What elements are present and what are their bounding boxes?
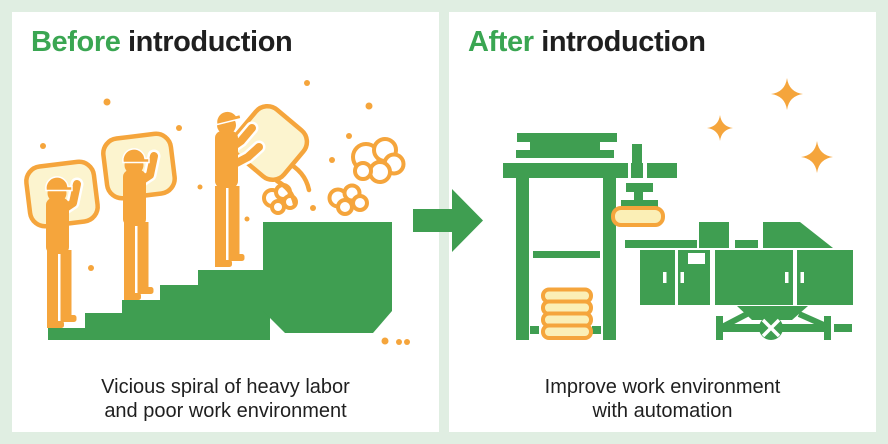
pallet-sack-stack [541, 287, 593, 340]
cabinet-door-handles [663, 272, 804, 283]
machine-display-window [688, 253, 705, 264]
after-caption: Improve work environment with automation [449, 375, 876, 423]
wheel-icon [759, 316, 783, 340]
trailer-cart [716, 306, 852, 340]
before-caption: Vicious spiral of heavy labor and poor w… [12, 375, 439, 423]
sparkle-icon [707, 78, 833, 173]
right-arrow-icon [413, 189, 483, 252]
automation-illustration [503, 78, 853, 340]
dust-dots [40, 80, 410, 345]
after-title-highlight: After [468, 26, 534, 58]
after-caption-line2: with automation [592, 400, 733, 422]
before-title-rest: introduction [128, 26, 293, 58]
hopper [263, 222, 392, 333]
worker-carrying-sack-icon [24, 159, 100, 328]
steam-cloud-icon [327, 183, 369, 216]
gantry-crane [503, 133, 677, 340]
after-caption-line1: Improve work environment [544, 376, 781, 398]
stairs [48, 270, 270, 340]
worker-carrying-sack-icon [102, 132, 177, 300]
steam-cloud-icon [351, 137, 406, 184]
before-caption-line2: and poor work environment [104, 400, 347, 422]
worker-pouring-sack-icon [215, 103, 310, 267]
manual-labor-illustration [24, 80, 410, 345]
processing-machine [625, 222, 853, 305]
gripped-sack [611, 206, 665, 227]
before-caption-line1: Vicious spiral of heavy labor [101, 376, 350, 398]
after-title-rest: introduction [541, 26, 706, 58]
before-title-highlight: Before [31, 26, 121, 58]
